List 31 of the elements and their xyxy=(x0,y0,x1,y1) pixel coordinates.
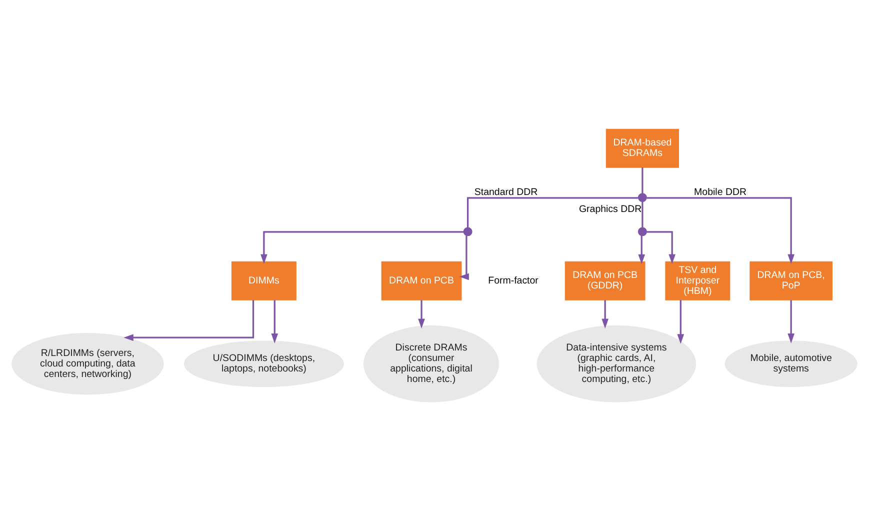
node-box: DIMMs xyxy=(231,261,296,300)
edge-label: Graphics DDR xyxy=(578,204,642,215)
arrow xyxy=(677,300,684,344)
node-circle xyxy=(638,193,647,202)
label: Form-factor xyxy=(488,275,538,286)
node-ellipse: Data-intensive systems (graphic cards, AI, high-performance computing, etc.) xyxy=(536,325,696,402)
node-circle xyxy=(463,227,472,236)
node-circle xyxy=(638,227,647,236)
arrow xyxy=(124,300,254,341)
connector xyxy=(642,202,644,228)
arrow xyxy=(271,300,278,344)
arrow xyxy=(418,300,425,329)
connector xyxy=(642,168,644,194)
edge-label: Mobile DDR xyxy=(694,187,747,198)
node-box: DRAM-based SDRAMs xyxy=(606,128,679,168)
node-ellipse: U/SODIMMs (desktops, laptops, notebooks) xyxy=(184,340,344,388)
node-box: DRAM on PCB, PoP xyxy=(750,261,832,300)
node-box: DRAM on PCB (GDDR) xyxy=(564,261,646,300)
edge-label: Standard DDR xyxy=(474,187,538,198)
connector xyxy=(467,197,638,228)
arrow xyxy=(646,197,794,264)
arrow xyxy=(788,300,794,344)
arrow xyxy=(459,236,469,280)
node-box: DRAM on PCB xyxy=(381,261,462,300)
arrow xyxy=(602,300,608,329)
arrow xyxy=(260,231,464,264)
arrow xyxy=(646,231,676,264)
node-ellipse: Discrete DRAMs (consumer applications, digital home, etc.) xyxy=(363,325,500,402)
node-ellipse: Mobile, automotive systems xyxy=(724,340,858,388)
arrow xyxy=(638,236,646,264)
node-box: TSV and Interposer (HBM) xyxy=(665,261,730,300)
